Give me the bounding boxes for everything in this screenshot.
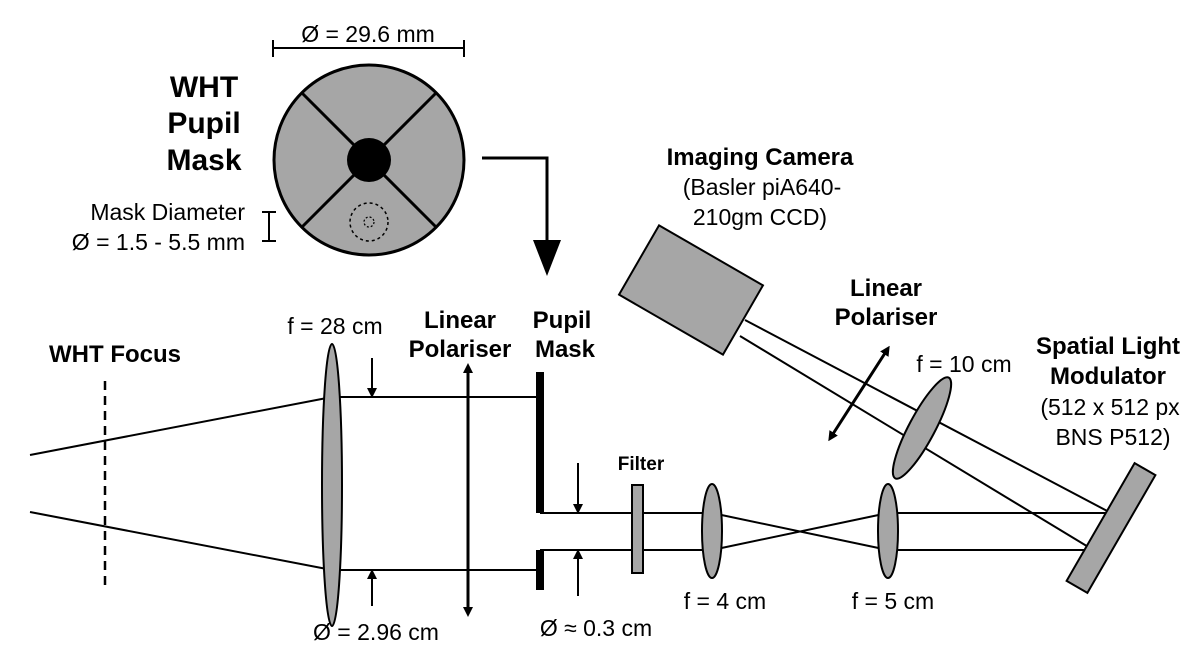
sub-aperture-mask-outer xyxy=(349,202,389,242)
camera-title: Imaging Camera xyxy=(667,144,854,171)
camera-lens-focal-label: f = 10 cm xyxy=(916,351,1011,377)
polariser2-label-line-1: Linear xyxy=(850,275,922,302)
polariser2-axis xyxy=(828,345,890,442)
wht-focus-label: WHT Focus xyxy=(49,341,181,368)
polariser1-label-line-2: Polariser xyxy=(409,336,512,363)
pupil-mask-title-line-1: WHT xyxy=(170,71,238,104)
beam-diameter-label: Ø = 2.96 cm xyxy=(313,619,439,645)
outer-diameter-dimension xyxy=(272,40,465,57)
pupil-mask-plate-lower xyxy=(536,550,544,590)
pupil-mask-label-line-1: Pupil xyxy=(533,307,592,334)
sub-aperture-mask-inner xyxy=(363,216,375,228)
slm-title-line-1: Spatial Light xyxy=(1036,333,1180,360)
collimating-lens xyxy=(321,343,343,627)
outer-diameter-label: Ø = 29.6 mm xyxy=(301,21,435,47)
inset-pointer-arrowhead xyxy=(533,240,561,276)
mask-diameter-label-line-2: Ø = 1.5 - 5.5 mm xyxy=(72,229,245,255)
filter-label: Filter xyxy=(618,454,665,475)
pinhole-diameter-label: Ø ≈ 0.3 cm xyxy=(540,615,652,641)
lens3-focal-label: f = 5 cm xyxy=(852,588,934,614)
polariser2-label-line-2: Polariser xyxy=(835,304,938,331)
pupil-mask-inset: WHT Pupil Mask Ø = 29.6 mm Mask Diameter… xyxy=(72,21,561,276)
camera-model-line-1: (Basler piA640- xyxy=(683,174,842,200)
central-obstruction xyxy=(347,138,391,182)
imaging-camera xyxy=(617,223,765,357)
pupil-mask-label-line-2: Mask xyxy=(535,336,596,363)
filter xyxy=(631,484,644,574)
lens-f5 xyxy=(877,483,899,579)
polariser1-label-line-1: Linear xyxy=(424,307,496,334)
slm-title-line-2: Modulator xyxy=(1050,363,1166,390)
slm-model-line-2: BNS P512) xyxy=(1055,424,1170,450)
lens1-focal-label: f = 28 cm xyxy=(287,313,382,339)
camera-lens xyxy=(891,376,953,480)
lens-f4 xyxy=(701,483,723,579)
spatial-light-modulator xyxy=(1065,461,1157,595)
mask-diameter-dimension xyxy=(262,211,276,242)
pupil-mask-title-line-3: Mask xyxy=(166,144,241,177)
pupil-mask-title-line-2: Pupil xyxy=(167,107,240,140)
slm-model-line-1: (512 x 512 px xyxy=(1040,394,1180,420)
camera-model-line-2: 210gm CCD) xyxy=(693,204,827,230)
mask-diameter-label-line-1: Mask Diameter xyxy=(90,199,245,225)
pupil-mask-plate-upper xyxy=(536,372,544,513)
inset-pointer-line xyxy=(482,156,549,242)
lens2-focal-label: f = 4 cm xyxy=(684,588,766,614)
